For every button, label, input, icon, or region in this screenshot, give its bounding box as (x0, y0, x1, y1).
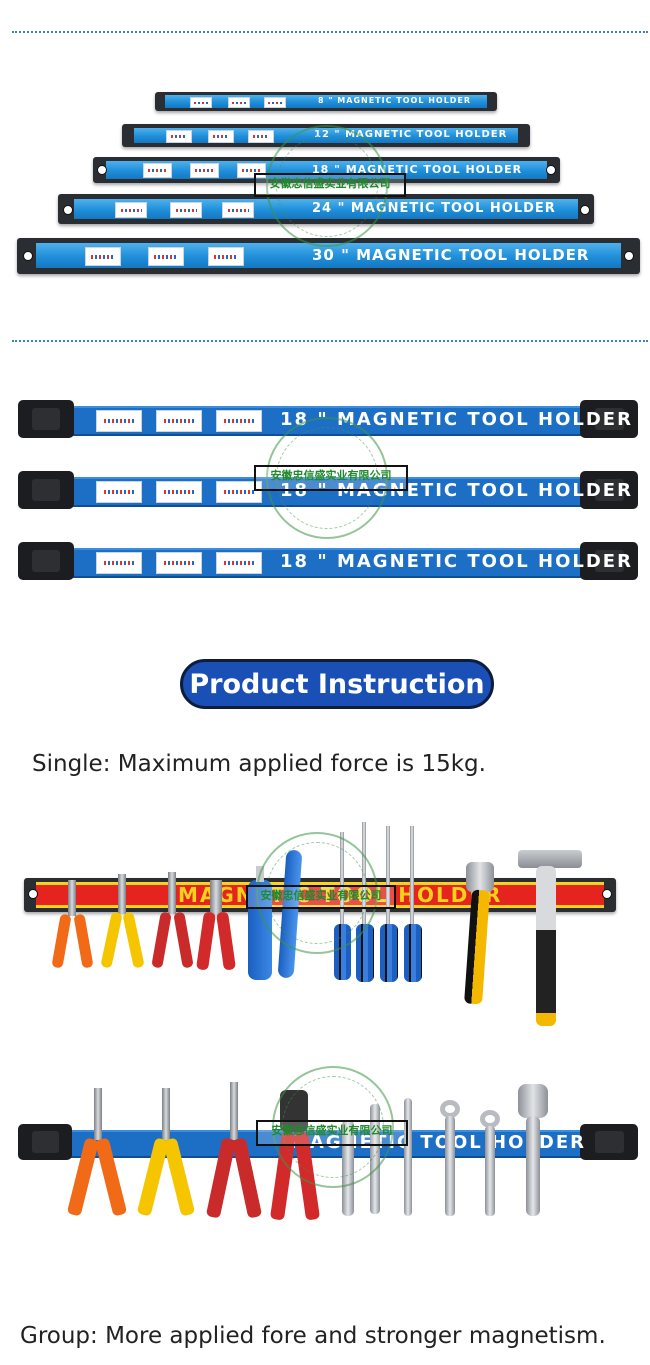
middle-divider (12, 340, 648, 342)
watermark-company: 安徽忠信盛实业有限公司 (254, 173, 406, 197)
watermark-seal (266, 125, 388, 247)
top-divider (12, 31, 648, 33)
watermark-seal (256, 832, 378, 954)
bar-30-label: 30 " MAGNETIC TOOL HOLDER (312, 246, 590, 264)
product-instruction-heading: Product Instruction (180, 659, 494, 709)
group-caption: Group: More applied fore and stronger ma… (20, 1323, 606, 1349)
watermark-seal (272, 1066, 394, 1188)
bar-12-label: 12 " MAGNETIC TOOL HOLDER (314, 129, 508, 140)
bar-8-label: 8 " MAGNETIC TOOL HOLDER (318, 96, 472, 105)
single-caption: Single: Maximum applied force is 15kg. (32, 751, 486, 777)
watermark-company: 安徽忠信盛实业有限公司 (254, 465, 408, 491)
watermark-company: 安徽忠信盛实业有限公司 (256, 1120, 408, 1146)
watermark-company: 安徽忠信盛实业有限公司 (246, 885, 396, 909)
watermark-seal (266, 417, 388, 539)
bar-18-caps-1-label: 18 " MAGNETIC TOOL HOLDER (280, 409, 633, 430)
bar-18-caps-3-label: 18 " MAGNETIC TOOL HOLDER (280, 551, 633, 572)
